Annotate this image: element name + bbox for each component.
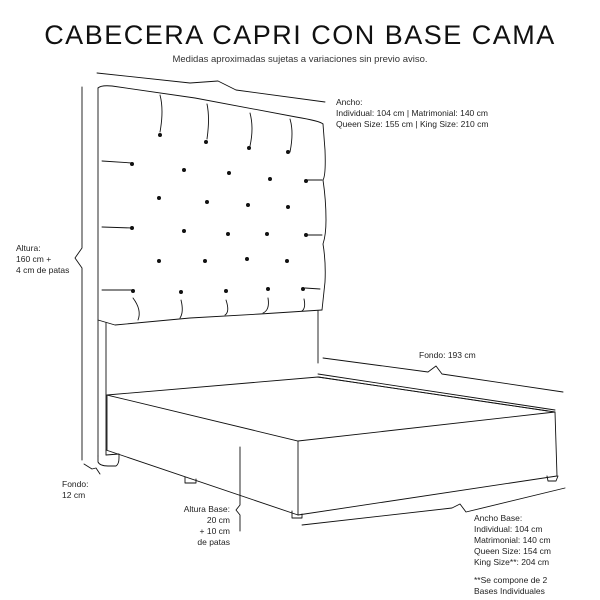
headboard-height-dimension <box>74 86 83 461</box>
headboard-width-dimension <box>96 72 326 103</box>
base-height-dimension <box>235 446 241 532</box>
tuft-buttons <box>130 133 308 294</box>
base-width-line-1: Individual: 104 cm <box>474 524 543 534</box>
height-line-1: 160 cm + <box>16 254 52 264</box>
base-depth-annotation: Fondo: 193 cm <box>419 350 476 361</box>
bed-base <box>105 373 559 519</box>
base-width-dimension <box>301 487 566 526</box>
width-line-1: Individual: 104 cm | Matrimonial: 140 cm <box>336 108 488 118</box>
height-annotation: Altura: 160 cm + 4 cm de patas <box>16 243 69 276</box>
base-width-line-2: Matrimonial: 140 cm <box>474 535 551 545</box>
height-heading: Altura: <box>16 243 41 253</box>
base-width-note-1: **Se compone de 2 <box>474 575 548 585</box>
base-width-line-3: Queen Size: 154 cm <box>474 546 552 556</box>
headboard-depth-annotation: Fondo: 12 cm <box>62 479 88 501</box>
base-width-line-4: King Size**: 204 cm <box>474 557 550 567</box>
headboard <box>97 85 327 467</box>
base-height-line-1: 20 cm <box>206 515 230 525</box>
width-heading: Ancho: <box>336 97 363 107</box>
page-title: CABECERA CAPRI CON BASE CAMA <box>44 20 556 50</box>
page-subtitle: Medidas aproximadas sujetas a variacione… <box>172 54 428 65</box>
base-height-annotation: Altura Base: 20 cm + 10 cm de patas <box>170 504 230 548</box>
headboard-depth-value: 12 cm <box>62 490 86 500</box>
base-height-line-3: de patas <box>197 537 230 547</box>
width-line-2: Queen Size: 155 cm | King Size: 210 cm <box>336 119 489 129</box>
height-line-2: 4 cm de patas <box>16 265 70 275</box>
base-height-line-2: + 10 cm <box>199 526 230 536</box>
base-depth-text: Fondo: 193 cm <box>419 350 476 360</box>
base-depth-dimension <box>322 357 564 393</box>
base-width-annotation: Ancho Base: Individual: 104 cm Matrimoni… <box>474 513 551 597</box>
base-width-heading: Ancho Base: <box>474 513 523 523</box>
headboard-depth-heading: Fondo: <box>62 479 89 489</box>
base-width-note-2: Bases Individuales <box>474 586 545 596</box>
width-annotation: Ancho: Individual: 104 cm | Matrimonial:… <box>336 97 488 130</box>
base-height-heading: Altura Base: <box>183 504 230 514</box>
headboard-depth-dimension <box>83 463 101 475</box>
